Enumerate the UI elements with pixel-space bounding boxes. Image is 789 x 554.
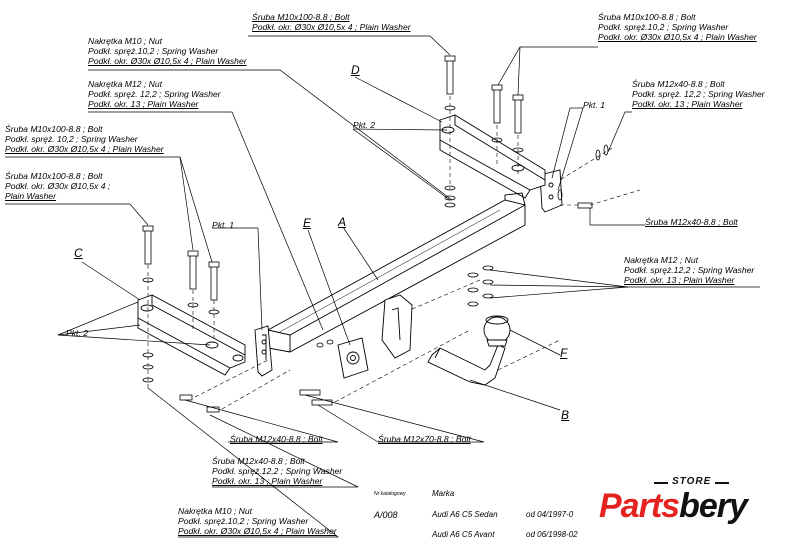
part-letter-c: C <box>74 246 83 260</box>
catalog-model: Audi A6 C5 Avant <box>432 530 495 539</box>
part-letter-b: B <box>561 408 570 422</box>
bolts <box>142 55 609 413</box>
label-line: Podkł. spręż.12,2 ; Spring Washer <box>624 265 755 275</box>
label-line: Nakrętka M12 ; Nut <box>88 79 163 89</box>
label-line: Podkł. spręż. 10,2 ; Spring Washer <box>5 134 138 144</box>
label-line: Podkł. okr. 13 ; Plain Washer <box>624 275 735 285</box>
label-line: Podkł. okr. 13 ; Plain Washer <box>212 476 323 486</box>
catalog-marka-label: Marka <box>432 489 455 498</box>
logo-brand-red: Parts <box>599 487 680 525</box>
catalog-nr-label: Nr katalogowy <box>374 491 406 497</box>
label-line: Podkł. spręż.10,2 ; Spring Washer <box>598 22 729 32</box>
socket-bracket-e <box>337 337 369 379</box>
label-pkt2-top: Pkt. 2 <box>353 120 375 130</box>
label-line: Podkł. spręż.12,2 ; Spring Washer <box>212 466 343 476</box>
label-line: Podkł. okr. Ø30x Ø10,5x 4 ; Plain Washer <box>5 144 164 154</box>
label-top-center-bolt: Śruba M10x100-8.8 ; Bolt Podkł. okr. Ø30… <box>252 12 411 32</box>
label-line: Podkł. okr. Ø30x Ø10,5x 4 ; Plain Washer <box>252 22 411 32</box>
label-pkt2-left: Pkt. 2 <box>66 328 88 338</box>
label-top-right-bolt: Śruba M10x100-8.8 ; Bolt Podkł. spręż.10… <box>598 12 757 42</box>
label-line: Plain Washer <box>5 191 56 201</box>
label-line: Nakrętka M12 ; Nut <box>624 255 699 265</box>
logo-store-text: STORE <box>653 476 730 487</box>
part-letter-a: A <box>338 215 347 229</box>
label-line: Podkł. okr. Ø30x Ø10,5x 4 ; Plain Washer <box>178 526 337 536</box>
label-line: Śruba M12x40-8.8 ; Bolt <box>212 456 305 466</box>
label-line: Śruba M10x100-8.8 ; Bolt <box>252 12 350 22</box>
label-line: Podkł. okr. Ø30x Ø10,5x 4 ; Plain Washer <box>598 32 757 42</box>
label-line: Podkł. okr. Ø30x Ø10,5x 4 ; Plain Washer <box>88 56 247 66</box>
tow-ball-neck-b <box>427 344 506 386</box>
label-line: Podkł. okr. 13 ; Plain Washer <box>88 99 199 109</box>
label-left-bolt-m10: Śruba M10x100-8.8 ; Bolt Podkł. spręż. 1… <box>5 124 164 154</box>
label-pkt1-right: Pkt. 1 <box>583 100 605 110</box>
label-bottom-m12x70-bolt: Śruba M12x70-8.8 ; Bolt <box>378 434 471 444</box>
label-line: Podkł. okr. 13 ; Plain Washer <box>632 99 743 109</box>
label-right-nut-m12: Nakrętka M12 ; Nut Podkł. spręż.12,2 ; S… <box>624 255 754 285</box>
label-left-nut-m12: Nakrętka M12 ; Nut Podkł. spręż. 12,2 ; … <box>88 79 221 109</box>
label-bottom-m12-bolt-set: Śruba M12x40-8.8 ; Bolt Podkł. spręż.12,… <box>212 456 342 486</box>
tow-ball-f <box>483 315 511 347</box>
part-letter-d: D <box>351 63 360 77</box>
label-right-m12-bolt: Śruba M12x40-8.8 ; Bolt <box>645 217 738 227</box>
logo-brand-black: bery <box>679 487 748 525</box>
label-line: Podkł. spręż.10,2 ; Spring Washer <box>88 46 219 56</box>
label-line: Śruba M10x100-8.8 ; Bolt <box>598 12 696 22</box>
label-line: Podkł. spręż. 12,2 ; Spring Washer <box>88 89 221 99</box>
right-end-bracket <box>539 169 563 213</box>
catalog-number: A/008 <box>374 510 398 520</box>
leader-lines <box>5 35 760 538</box>
label-line: Nakrętka M10 ; Nut <box>88 36 163 46</box>
side-bracket-d <box>439 114 546 199</box>
catalog-from: od 04/1997-0 <box>526 510 574 519</box>
label-bottom-nut-m10: Nakrętka M10 ; Nut Podkł. spręż.10,2 ; S… <box>178 506 337 536</box>
label-line: Śruba M10x100-8.8 ; Bolt <box>5 124 103 134</box>
partsbery-logo: Partsbery <box>599 487 748 526</box>
catalog-model: Audi A6 C5 Sedan <box>432 510 498 519</box>
label-bottom-m12-bolt: Śruba M12x40-8.8 ; Bolt <box>230 434 323 444</box>
catalog-from: od 06/1998-02 <box>526 530 578 539</box>
label-top-left-nut: Nakrętka M10 ; Nut Podkł. spręż.10,2 ; S… <box>88 36 247 66</box>
side-bracket-c <box>137 294 246 376</box>
label-line: Śruba M12x40-8.8 ; Bolt <box>632 79 725 89</box>
label-line: Podkł. spręż. 12,2 ; Spring Washer <box>632 89 765 99</box>
part-letter-f: F <box>560 346 568 360</box>
label-line: Podkł. spręż.10,2 ; Spring Washer <box>178 516 309 526</box>
label-right-bolt-m12: Śruba M12x40-8.8 ; Bolt Podkł. spręż. 12… <box>632 79 765 109</box>
label-line: Podkł. okr. Ø30x Ø10,5x 4 ; <box>5 181 111 191</box>
label-left-bolt-washer: Śruba M10x100-8.8 ; Bolt Podkł. okr. Ø30… <box>5 171 110 201</box>
label-line: Nakrętka M10 ; Nut <box>178 506 253 516</box>
label-line: Śruba M10x100-8.8 ; Bolt <box>5 171 103 181</box>
assembly-dashed-lines <box>147 96 641 410</box>
label-pkt1-left: Pkt. 1 <box>212 220 234 230</box>
part-letter-e: E <box>303 216 312 230</box>
center-drop-bracket <box>381 294 413 359</box>
